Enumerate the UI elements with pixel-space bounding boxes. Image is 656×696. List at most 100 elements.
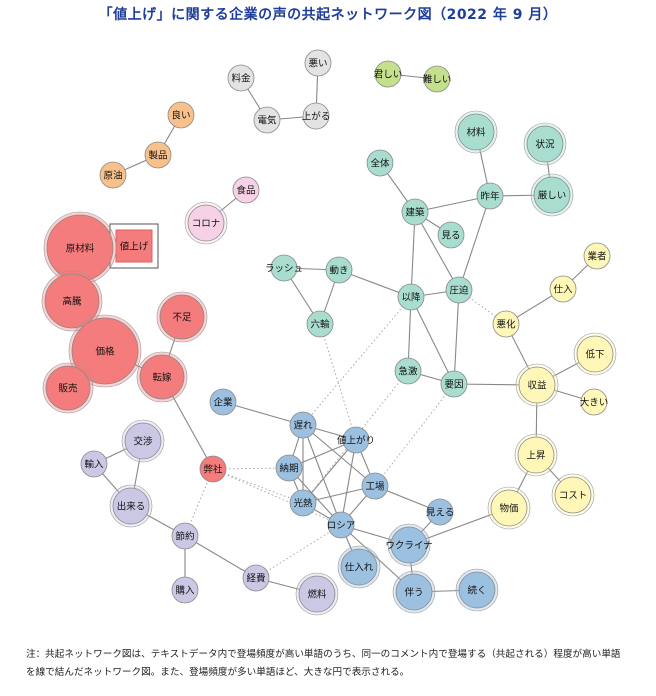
node-shape: [115, 229, 153, 263]
node-tsuzuku: 続く: [455, 568, 499, 612]
node-label: 料金: [231, 73, 251, 85]
node-zairyou: 材料: [454, 110, 498, 154]
node-label: 仕入れ: [345, 562, 374, 574]
node-circle: [302, 102, 330, 130]
node-gyousha: 業者: [583, 242, 611, 270]
node-circle: [253, 106, 281, 134]
node-label: 難しい: [423, 74, 452, 86]
edge-appaku-youin: [453, 289, 460, 385]
node-label: 六輸: [310, 319, 330, 331]
node-nenryou: 燃料: [295, 572, 339, 616]
node-circle: [199, 455, 227, 483]
node-label: コロナ: [192, 219, 221, 230]
node-label: 不足: [172, 313, 192, 324]
node-label: 上昇: [526, 451, 546, 462]
node-muzukashii: 難しい: [423, 65, 452, 93]
node-label: 君しい: [374, 70, 403, 81]
node-circle: [458, 571, 496, 609]
nodes-layer: 値上げ原材料高騰価格販売不足転嫁弊社良い製品原油食品コロナ料金悪い電気上がる君し…: [41, 49, 617, 616]
node-circle: [275, 454, 303, 482]
node-label: 見る: [441, 231, 460, 242]
node-nouki: 納期: [275, 454, 303, 482]
node-mieru: 見える: [426, 498, 454, 526]
node-label: 状況: [535, 139, 555, 151]
node-circle: [476, 182, 504, 210]
node-joushou: 上昇: [514, 433, 558, 477]
node-label: 輸入: [84, 459, 104, 471]
edge-heisha-kounetsu: [212, 468, 304, 504]
node-label: 高騰: [62, 296, 82, 308]
node-neagari: 値上がり: [337, 426, 375, 454]
edge-yunyu_t-neagari: [319, 323, 357, 441]
node-label: 上がる: [302, 111, 331, 123]
node-circle: [394, 357, 422, 385]
node-seihin: 製品: [144, 141, 172, 169]
node-label: 全体: [370, 158, 390, 170]
edge-kensetsu-ikou: [410, 211, 416, 298]
node-kensetsu: 建築: [401, 198, 429, 226]
node-circle: [342, 426, 370, 454]
node-label: 工場: [365, 481, 385, 493]
node-mieru1: 見る: [437, 221, 465, 249]
node-youin: 要因: [440, 370, 468, 398]
node-circle: [306, 310, 334, 338]
node-circle: [580, 388, 608, 416]
node-label: 価格: [95, 346, 115, 358]
node-circle: [395, 573, 433, 611]
node-label: 企業: [213, 397, 233, 409]
node-label: ウクライナ: [385, 541, 432, 552]
node-circle: [171, 576, 199, 604]
node-yoi: 良い: [167, 101, 195, 129]
node-yunyu_t: 六輸: [306, 310, 334, 338]
node-ikou: 以降: [397, 283, 425, 311]
node-circle: [71, 317, 139, 385]
node-tomonau: 伴う: [392, 570, 436, 614]
node-keihi: 経費: [242, 564, 270, 592]
node-circle: [304, 49, 332, 77]
node-kounyu: 購入: [171, 576, 199, 604]
node-circle: [397, 283, 425, 311]
edge-kigyou-okure: [222, 401, 304, 426]
node-circle: [227, 64, 255, 92]
node-label: 以降: [401, 292, 421, 304]
node-label: 物価: [499, 503, 519, 515]
edge-youin-koujou: [374, 383, 455, 487]
node-circle: [533, 176, 571, 214]
node-label: 燃料: [307, 589, 327, 601]
node-label: 食品: [236, 185, 255, 197]
node-kigyou: 企業: [209, 388, 237, 416]
node-label: 出来る: [117, 501, 146, 513]
node-label: 交渉: [133, 436, 153, 448]
node-label: 要因: [444, 380, 463, 391]
edge-setsuyaku-keihi: [184, 535, 257, 579]
node-label: 節約: [175, 531, 194, 543]
node-circle: [144, 141, 172, 169]
node-label: 厳しい: [538, 190, 567, 202]
node-shiire2: 仕入れ: [337, 545, 381, 589]
node-corona: コロナ: [184, 201, 228, 245]
node-circle: [440, 370, 468, 398]
node-label: 圧迫: [449, 285, 469, 297]
node-label: 経費: [246, 573, 265, 585]
node-label: ラッシュ: [265, 264, 303, 275]
chart-title: 「値上げ」に関する企業の声の共起ネットワーク図（2022 年 9 月）: [98, 7, 558, 23]
node-label: 遅れ: [293, 421, 313, 432]
node-label: 大きい: [580, 397, 609, 409]
node-label: 製品: [148, 150, 167, 162]
node-appaku: 圧迫: [445, 276, 473, 304]
node-label: 弊社: [203, 464, 223, 476]
node-agaru: 上がる: [302, 102, 331, 130]
node-circle: [423, 65, 451, 93]
node-hanbai: 販売: [42, 362, 94, 414]
node-koujou: 工場: [361, 472, 389, 500]
node-label: 原材料: [66, 243, 95, 255]
edge-okure-russia: [302, 424, 342, 526]
node-label: 悪化: [496, 319, 516, 331]
node-circle: [289, 411, 317, 439]
node-okure: 遅れ: [289, 411, 317, 439]
node-circle: [366, 149, 394, 177]
node-circle: [390, 526, 428, 564]
node-zentai: 全体: [366, 149, 394, 177]
node-label: 昨年: [480, 191, 500, 203]
node-label: 建築: [405, 207, 425, 219]
